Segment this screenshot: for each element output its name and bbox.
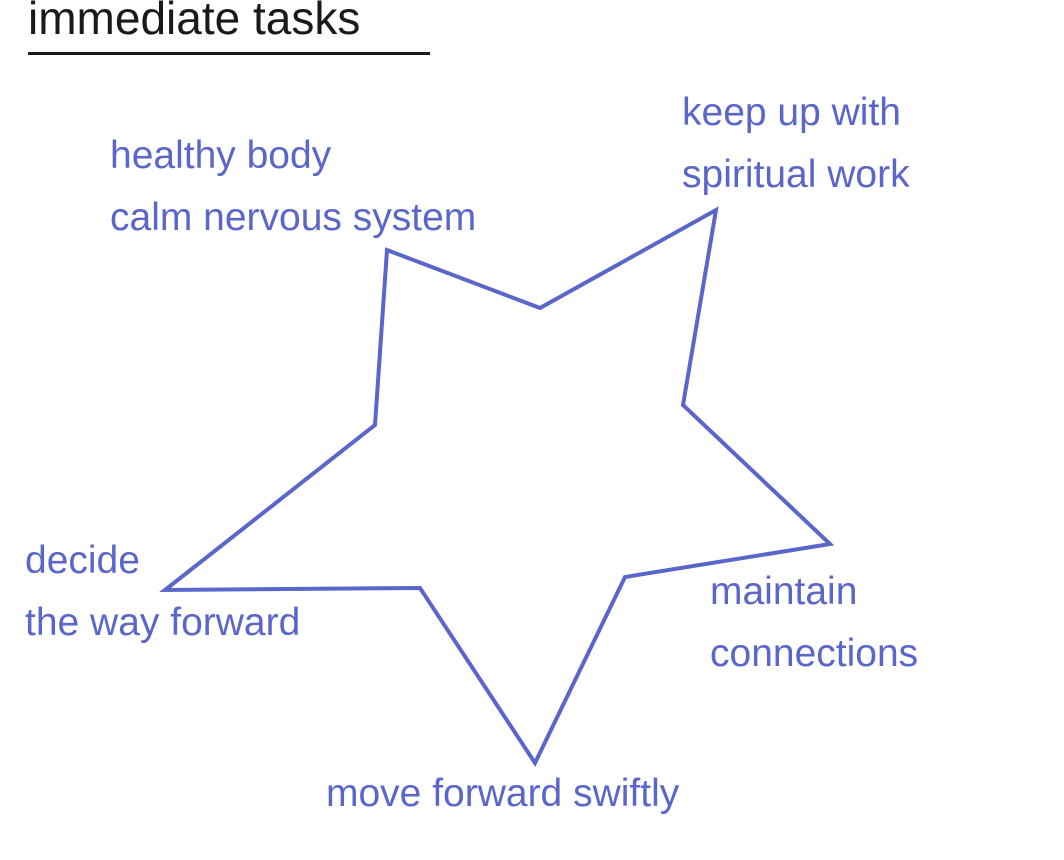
label-bottom: move forward swiftly [326,763,679,825]
label-left-line2: the way forward [25,601,301,644]
label-top-right-line1: keep up with [682,91,901,134]
label-left: decide the way forward [25,530,300,654]
star-outline [159,206,835,768]
label-right-line2: connections [710,632,919,675]
label-right-line1: maintain [710,570,858,613]
label-top-left-line2: calm nervous system [110,196,477,239]
title-underline [28,52,430,55]
label-bottom-line1: move forward swiftly [326,772,680,815]
label-right: maintain connections [710,561,918,685]
label-left-line1: decide [25,539,140,582]
label-top-right: keep up with spiritual work [682,82,910,206]
label-top-left-line1: healthy body [110,134,332,177]
label-top-right-line2: spiritual work [682,153,910,196]
diagram-title: immediate tasks [28,0,361,44]
label-top-left: healthy body calm nervous system [110,125,476,249]
